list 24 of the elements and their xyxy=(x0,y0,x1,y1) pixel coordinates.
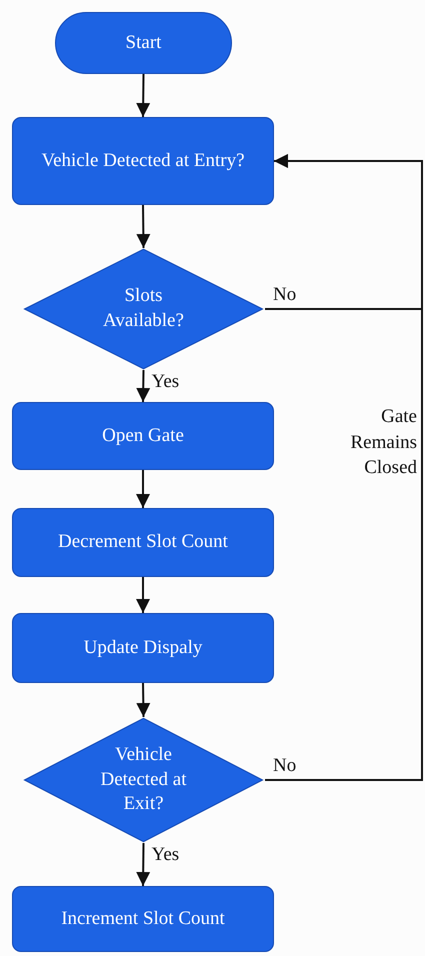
node-text: Open Gate xyxy=(101,424,185,448)
arrow xyxy=(136,370,150,402)
node-text: Start xyxy=(124,30,162,55)
process-box xyxy=(12,402,274,470)
process-box xyxy=(12,613,274,683)
arrow xyxy=(136,842,150,886)
arrow xyxy=(136,470,150,508)
node-text: Vehicle Detected at Entry? xyxy=(40,148,246,173)
arrow xyxy=(136,74,150,118)
node-text: Vehicle Detected at Exit? xyxy=(100,742,188,816)
node-text: Slots Available? xyxy=(102,284,185,333)
decision-diamond xyxy=(22,717,265,843)
process-box xyxy=(12,886,274,952)
arrow xyxy=(136,682,150,718)
process-box xyxy=(12,117,274,205)
node-text: Increment Slot Count xyxy=(60,906,226,931)
arrow xyxy=(136,204,150,248)
process-box xyxy=(12,508,274,577)
arrow xyxy=(136,577,150,613)
node-text: Update Dispaly xyxy=(82,636,204,660)
node-text: Decrement Slot Count xyxy=(57,530,229,554)
arrow xyxy=(265,154,423,781)
decision-diamond xyxy=(22,248,265,370)
note-text: Gate Remains Closed xyxy=(350,405,417,480)
